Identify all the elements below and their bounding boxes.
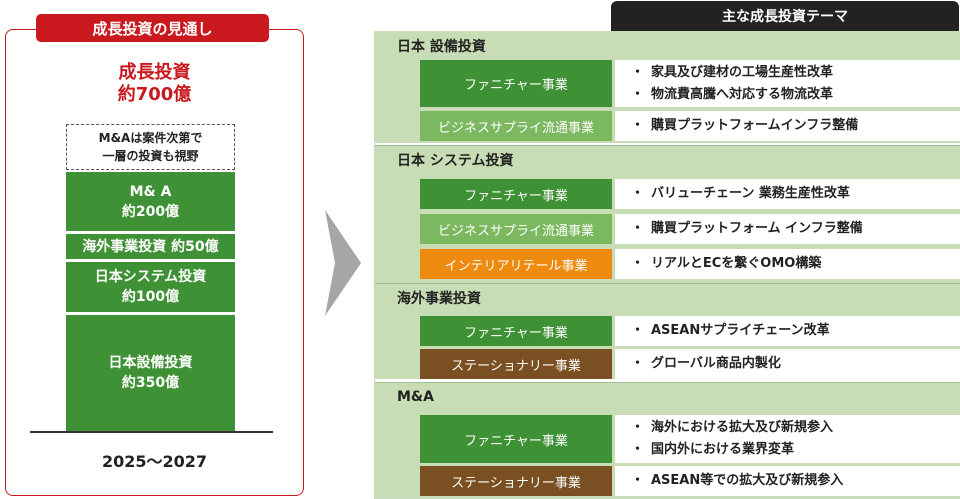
theme-item: 物流費高騰へ対応する物流改革 <box>631 84 960 106</box>
theme-box: グローバル商品内製化 <box>615 349 960 379</box>
stack-block-ma: M& A 約200億 <box>66 172 235 231</box>
stack-block-overseas-label: 海外事業投資 約50億 <box>82 238 219 255</box>
theme-item: バリューチェーン 業務生産性改革 <box>631 183 960 205</box>
section-title-ma: M&A <box>375 382 960 411</box>
theme-box: リアルとECを繋ぐOMO構築 <box>615 249 960 279</box>
stack-baseline <box>30 431 273 433</box>
total-investment-label: 成長投資 約700億 <box>5 62 304 106</box>
stack-block-japan-system-label: 日本システム投資 <box>94 269 207 285</box>
total-investment-amount: 約700億 <box>117 84 192 105</box>
stack-block-ma-label: M& A <box>129 183 172 200</box>
ma-note-box: M&Aは案件次第で 一層の投資も視野 <box>66 124 235 170</box>
section-title-japan-system: 日本 システム投資 <box>375 145 960 174</box>
theme-item: 海外における拡大及び新規参入 <box>631 417 960 439</box>
business-label: ファニチャー事業 <box>420 415 612 463</box>
outlook-title-tab: 成長投資の見通し <box>36 14 269 42</box>
theme-item: グローバル商品内製化 <box>631 353 960 375</box>
growth-themes-header: 主な成長投資テーマ <box>611 1 959 31</box>
theme-item: 購買プラットフォーム インフラ整備 <box>631 218 960 240</box>
theme-item: 国内外における業界変革 <box>631 439 960 461</box>
theme-box: ASEAN等での拡大及び新規参入 <box>615 466 960 496</box>
business-label: ステーショナリー事業 <box>420 466 612 496</box>
business-label: ファニチャー事業 <box>420 179 612 209</box>
ma-note-line2: 一層の投資も視野 <box>102 149 199 163</box>
business-label: ファニチャー事業 <box>420 316 612 346</box>
arrow-right-icon <box>325 210 361 316</box>
theme-box: 海外における拡大及び新規参入 国内外における業界変革 <box>615 415 960 463</box>
theme-item: ASEAN等での拡大及び新規参入 <box>631 470 960 492</box>
theme-item: 購買プラットフォームインフラ整備 <box>631 115 960 137</box>
theme-item: ASEANサプライチェーン改革 <box>631 320 960 342</box>
business-label: ビジネスサプライ流通事業 <box>420 214 612 244</box>
growth-themes-area: 日本 設備投資 ファニチャー事業 家具及び建材の工場生産性改革 物流費高騰へ対応… <box>374 31 960 499</box>
stack-block-ma-amount: 約200億 <box>121 203 180 220</box>
stack-block-japan-equipment: 日本設備投資 約350億 <box>66 315 235 431</box>
stack-block-japan-equipment-amount: 約350億 <box>121 375 180 391</box>
stack-block-japan-equipment-label: 日本設備投資 <box>108 355 193 371</box>
section-title-overseas: 海外事業投資 <box>375 283 960 312</box>
business-label: ビジネスサプライ流通事業 <box>420 111 612 141</box>
period-label: 2025〜2027 <box>101 452 208 471</box>
stack-block-japan-system-amount: 約100億 <box>121 289 180 305</box>
section-title-japan-equipment: 日本 設備投資 <box>375 31 960 60</box>
stack-block-japan-system: 日本システム投資 約100億 <box>66 262 235 312</box>
theme-box: 家具及び建材の工場生産性改革 物流費高騰へ対応する物流改革 <box>615 60 960 107</box>
theme-item: 家具及び建材の工場生産性改革 <box>631 62 960 84</box>
ma-note-line1: M&Aは案件次第で <box>98 131 203 145</box>
theme-box: バリューチェーン 業務生産性改革 <box>615 179 960 209</box>
theme-box: 購買プラットフォームインフラ整備 <box>615 111 960 141</box>
stack-block-overseas: 海外事業投資 約50億 <box>66 234 235 259</box>
theme-box: ASEANサプライチェーン改革 <box>615 316 960 346</box>
business-label: インテリアリテール事業 <box>420 249 612 279</box>
theme-box: 購買プラットフォーム インフラ整備 <box>615 214 960 244</box>
business-label: ファニチャー事業 <box>420 60 612 107</box>
theme-item: リアルとECを繋ぐOMO構築 <box>631 253 960 275</box>
business-label: ステーショナリー事業 <box>420 349 612 379</box>
total-investment-title: 成長投資 <box>118 62 191 83</box>
